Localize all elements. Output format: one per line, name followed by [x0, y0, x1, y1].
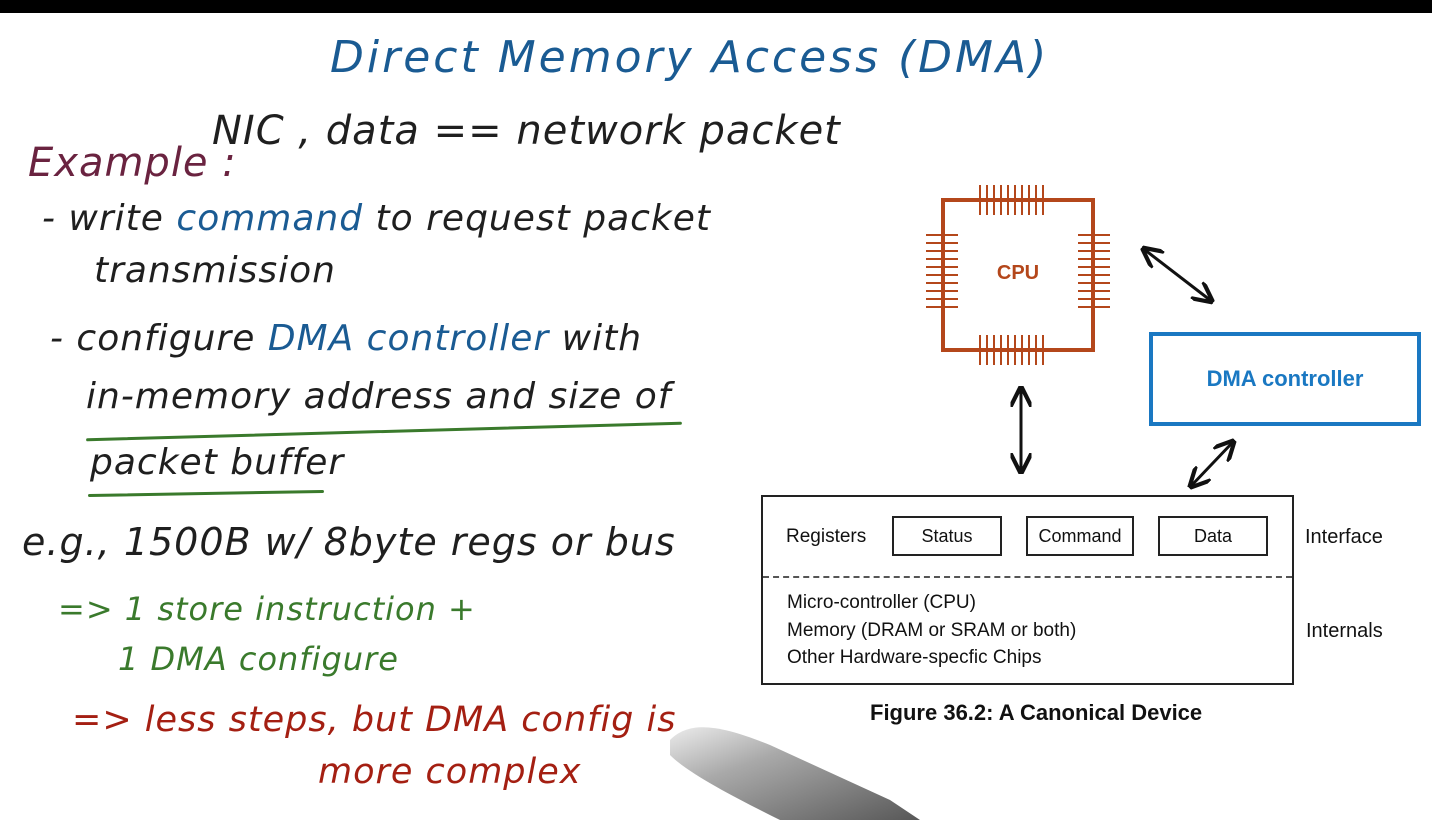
- bullet-2-prefix: - configure: [50, 318, 256, 359]
- internals-line-3: Other Hardware-specfic Chips: [787, 647, 1042, 668]
- figure-caption: Figure 36.2: A Canonical Device: [870, 700, 1203, 725]
- interface-label: Interface: [1305, 526, 1383, 548]
- register-status: Status: [892, 516, 1002, 556]
- bullet-2-line-2: in-memory address and size of: [86, 376, 672, 417]
- dma-controller-label: DMA controller: [1206, 366, 1364, 391]
- canonical-device-box: [761, 495, 1294, 685]
- internals-line-1: Micro-controller (CPU): [787, 592, 976, 613]
- slide-title: Direct Memory Access (DMA): [330, 32, 1050, 83]
- result-2-line-1: => less steps, but DMA config is: [72, 700, 677, 740]
- bullet-2-suffix: with: [561, 318, 643, 359]
- result-1-line-2: 1 DMA configure: [118, 640, 399, 678]
- register-data-label: Data: [1193, 525, 1233, 546]
- bullet-2-line-3: packet buffer: [90, 442, 345, 483]
- bullet-1-line-1: - write command to request packet: [42, 198, 711, 239]
- register-data: Data: [1158, 516, 1268, 556]
- bullet-2-line-1: - configure DMA controller with: [50, 318, 642, 359]
- example-heading: NIC , data == network packet: [212, 108, 841, 154]
- top-black-bar: [0, 0, 1432, 13]
- bullet-1-keyword: command: [176, 198, 364, 239]
- register-command: Command: [1026, 516, 1134, 556]
- bullet-2-keyword: DMA controller: [267, 318, 550, 359]
- internals-label: Internals: [1306, 620, 1383, 642]
- register-command-label: Command: [1038, 525, 1122, 546]
- bullet-1-suffix: to request packet: [375, 198, 712, 239]
- interface-internals-divider: [763, 576, 1292, 578]
- result-1-line-1: => 1 store instruction +: [58, 590, 476, 628]
- internals-line-2: Memory (DRAM or SRAM or both): [787, 620, 1077, 641]
- cpu-dma-arrow: [1145, 250, 1210, 300]
- result-2-line-2: more complex: [318, 752, 582, 792]
- dma-controller-box: DMA controller: [1149, 332, 1421, 426]
- cpu-label: CPU: [996, 262, 1040, 284]
- eg-line: e.g., 1500B w/ 8byte regs or bus: [22, 520, 676, 564]
- register-status-label: Status: [921, 525, 973, 546]
- cpu-chip: [926, 185, 1110, 365]
- example-label: Example :: [28, 140, 237, 186]
- bullet-1-line-2: transmission: [94, 250, 336, 291]
- bullet-1-prefix: - write: [42, 198, 164, 239]
- registers-label: Registers: [786, 526, 867, 547]
- dma-device-arrow: [1192, 443, 1232, 485]
